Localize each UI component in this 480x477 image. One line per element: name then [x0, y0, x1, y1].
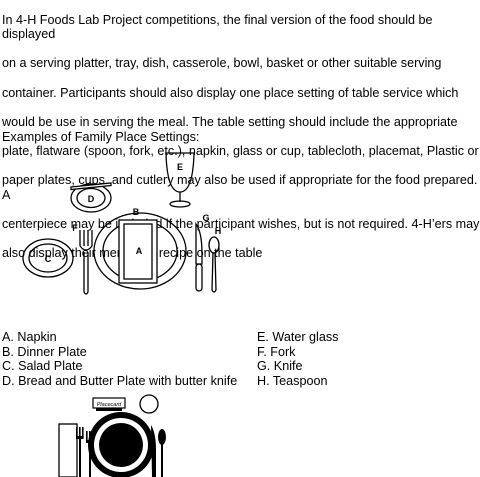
label-f: F	[72, 223, 78, 233]
paragraph-line: paper plates, cups, and cutlery may also…	[2, 173, 478, 202]
paragraph-line: container. Participants should also disp…	[2, 85, 459, 100]
label-a: A	[136, 246, 143, 256]
legend-item: C. Salad Plate	[2, 359, 83, 374]
intro-paragraph: In 4-H Foods Lab Project competitions, t…	[2, 0, 480, 261]
legend-item: G. Knife	[257, 359, 303, 374]
paragraph-line: In 4-H Foods Lab Project competitions, t…	[2, 12, 433, 42]
legend-right-column: E. Water glass F. Fork G. Knife H. Teasp…	[257, 330, 338, 389]
label-b: B	[133, 207, 140, 217]
water-glass: E	[165, 152, 195, 208]
knife: G	[195, 213, 210, 292]
legend-item: D. Bread and Butter Plate with butter kn…	[2, 374, 238, 389]
legend-item: A. Napkin	[2, 330, 57, 344]
paragraph-line: would be use in serving the meal. The ta…	[2, 114, 458, 129]
label-e: E	[177, 162, 183, 172]
fork: F	[72, 223, 93, 295]
paragraph-line: plate, flatware (spoon, fork, etc.), nap…	[2, 143, 479, 158]
placecard: Placecard	[92, 397, 126, 411]
placecard-label: Placecard	[97, 402, 122, 408]
napkin-icon	[58, 423, 78, 477]
napkin: A	[118, 219, 158, 284]
legend-item: B. Dinner Plate	[2, 344, 87, 359]
legend-item: H. Teaspoon	[257, 374, 328, 389]
glass-circle	[139, 394, 159, 414]
family-place-setting-diagram: D C F B A	[22, 152, 222, 295]
paragraph-line: on a serving platter, tray, dish, casser…	[2, 56, 442, 71]
label-g: G	[202, 213, 209, 223]
legend-left-column: A. Napkin B. Dinner Plate C. Salad Plate…	[2, 330, 237, 389]
charger-plate-icon	[88, 412, 154, 477]
label-h: H	[215, 226, 222, 236]
legend-item: E. Water glass	[257, 330, 339, 344]
legend-item: F. Fork	[257, 344, 296, 359]
formal-place-setting-illustration: Placecard	[58, 394, 166, 477]
examples-heading: Examples of Family Place Settings:	[2, 130, 200, 144]
label-d: D	[88, 194, 95, 204]
bread-butter-plate: D	[70, 182, 112, 213]
label-c: C	[45, 254, 52, 264]
knife-spoon-icons	[151, 425, 166, 477]
teaspoon: H	[208, 226, 222, 293]
salad-plate: C	[22, 238, 74, 278]
